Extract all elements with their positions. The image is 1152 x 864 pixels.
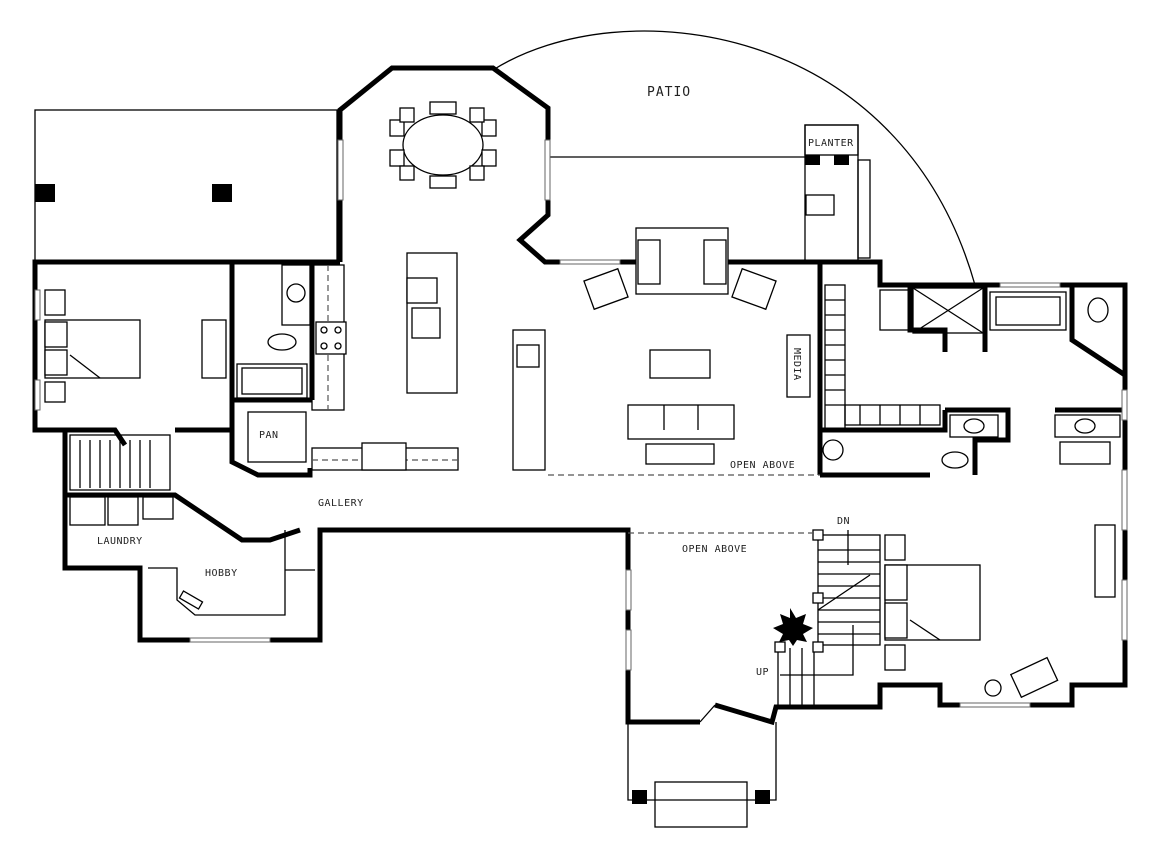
bedroom-left (44, 289, 227, 403)
bathroom-left (236, 264, 311, 463)
label-gallery: GALLERY (318, 498, 364, 509)
label-laundry: LAUNDRY (97, 536, 143, 547)
label-media: MEDIA (791, 348, 802, 381)
label-stairs-up: UP (756, 667, 769, 678)
laundry (69, 434, 174, 526)
windows (34, 139, 1128, 708)
post-icon (212, 184, 232, 202)
hobby (148, 530, 315, 616)
label-pantry: PAN (259, 430, 279, 441)
master-bath (912, 287, 1121, 465)
patio-arc (492, 30, 976, 286)
walk-in-closet (822, 284, 969, 469)
planter-nook (804, 124, 871, 259)
label-hobby: HOBBY (205, 568, 238, 579)
living-room (512, 227, 811, 471)
kitchen (311, 252, 459, 471)
label-stairs-down: DN (837, 516, 850, 527)
master-bedroom (884, 524, 1116, 699)
interior-walls (35, 262, 1127, 543)
staircase (773, 529, 881, 705)
label-planter: PLANTER (808, 138, 854, 149)
plant-icon (773, 608, 813, 646)
entry-porch (627, 704, 777, 828)
garage-area (34, 109, 338, 263)
post-icon (35, 184, 55, 202)
label-open-above-living: OPEN ABOVE (730, 460, 795, 471)
label-patio: PATIO (647, 85, 691, 100)
dining-table (389, 101, 497, 189)
label-open-above-foyer: OPEN ABOVE (682, 544, 747, 555)
